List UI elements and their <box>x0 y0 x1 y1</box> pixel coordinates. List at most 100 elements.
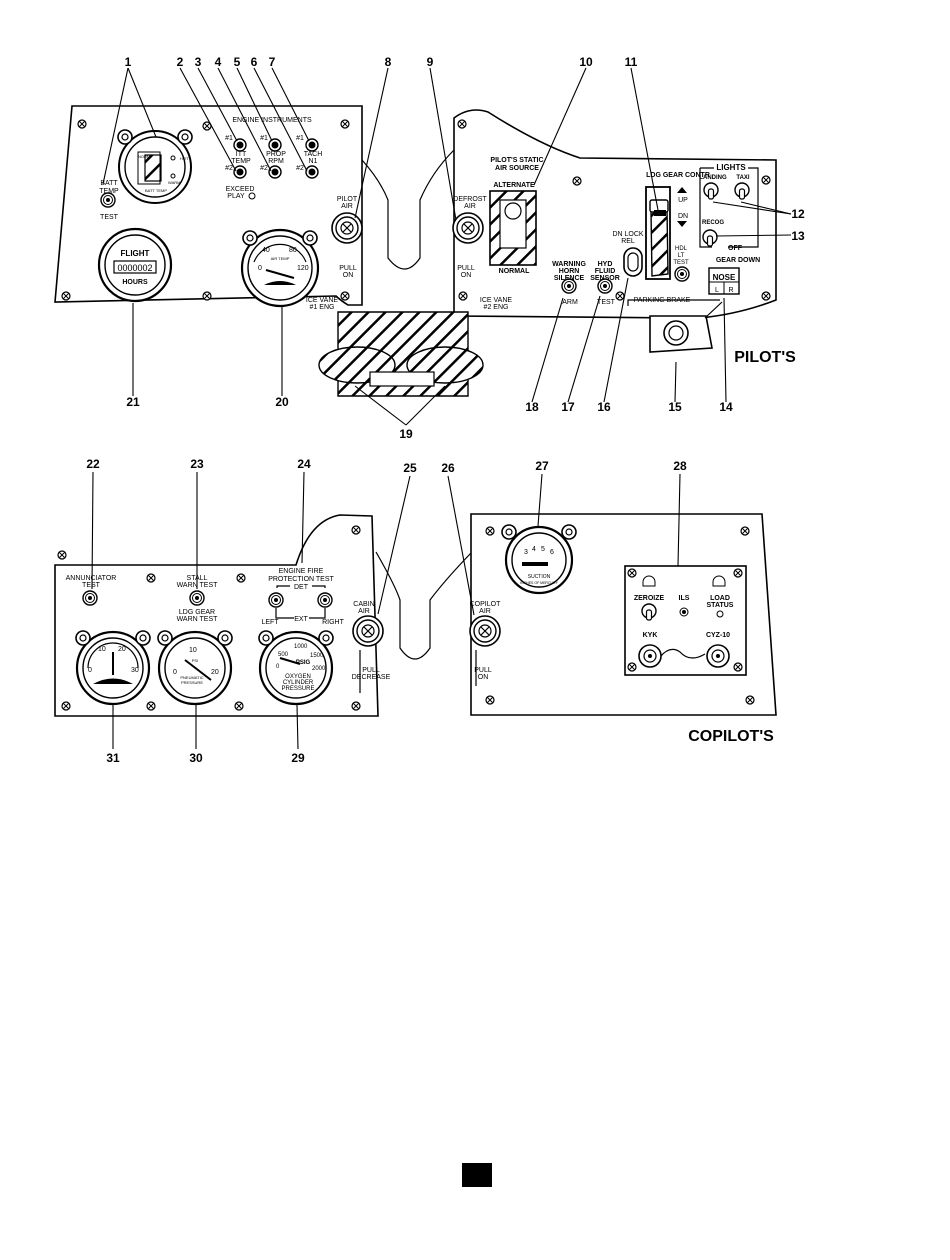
svg-text:27: 27 <box>535 459 549 473</box>
svg-text:29: 29 <box>291 751 305 765</box>
svg-text:HOT: HOT <box>180 156 189 161</box>
svg-text:RPM: RPM <box>268 158 284 165</box>
svg-text:CYZ-10: CYZ-10 <box>706 632 730 639</box>
leader-lines <box>91 67 792 750</box>
pilot-right-panel <box>453 109 777 319</box>
svg-text:#2: #2 <box>296 165 304 172</box>
svg-text:AIR: AIR <box>479 608 491 615</box>
svg-text:80: 80 <box>289 247 297 254</box>
parking-brake-handle[interactable] <box>649 301 723 353</box>
warning-horn-silence-button[interactable]: WARNING HORN SILENCE ARM <box>552 261 586 306</box>
svg-text:CABIN: CABIN <box>353 601 374 608</box>
svg-text:PRESSURE: PRESSURE <box>181 680 203 685</box>
hyd-fluid-sensor-test-button[interactable]: HYD FLUID SENSOR TEST <box>590 261 620 306</box>
svg-text:ENGINE FIRE: ENGINE FIRE <box>279 568 324 575</box>
svg-text:PILOT'S STATIC: PILOT'S STATIC <box>490 157 543 164</box>
engine-fire-test-left-button[interactable] <box>268 592 284 608</box>
svg-text:21: 21 <box>126 395 140 409</box>
svg-text:ARM: ARM <box>562 299 578 306</box>
svg-text:R: R <box>728 287 733 294</box>
kyk-connector[interactable] <box>638 644 662 668</box>
svg-text:OXYGEN: OXYGEN <box>285 674 311 680</box>
svg-text:REL: REL <box>621 238 635 245</box>
svg-text:TEMP: TEMP <box>99 188 119 195</box>
svg-text:#2: #2 <box>260 165 268 172</box>
svg-text:PROTECTION TEST: PROTECTION TEST <box>268 576 334 583</box>
control-column <box>318 311 484 397</box>
svg-text:5: 5 <box>541 546 545 553</box>
svg-text:PROP: PROP <box>266 151 286 158</box>
svg-text:DET: DET <box>294 584 309 591</box>
svg-text:0: 0 <box>173 669 177 676</box>
svg-text:4: 4 <box>532 546 536 553</box>
annunciator-test-button[interactable]: ANNUNCIATOR TEST <box>66 575 117 606</box>
batt-temp-test-button[interactable]: BATT TEMP TEST <box>99 180 119 221</box>
cabin-air-knob[interactable]: CABIN AIR PULL DECREASE <box>352 601 391 693</box>
svg-text:PULL: PULL <box>457 265 475 272</box>
defrost-air-knob[interactable]: DEFROST AIR PULL ON <box>452 196 487 279</box>
ice-vane-2-label: ICE VANE #2 ENG <box>480 297 512 311</box>
svg-text:TEST: TEST <box>597 299 616 306</box>
svg-text:PULL: PULL <box>339 265 357 272</box>
copilot-air-knob[interactable]: COPILOT AIR PULL ON <box>469 601 501 686</box>
svg-text:STATUS: STATUS <box>707 602 734 609</box>
svg-text:19: 19 <box>399 427 413 441</box>
svg-text:PULL: PULL <box>474 667 492 674</box>
svg-text:LDG GEAR: LDG GEAR <box>179 609 215 616</box>
svg-text:HYD: HYD <box>598 261 613 268</box>
batt-temp-gauge: HOT NORM WARM BATT TEMP <box>117 129 193 204</box>
svg-text:24: 24 <box>297 457 311 471</box>
svg-text:GEAR DOWN: GEAR DOWN <box>716 257 760 264</box>
svg-text:2000: 2000 <box>312 666 326 672</box>
svg-text:ON: ON <box>343 272 354 279</box>
svg-text:AIR SOURCE: AIR SOURCE <box>495 165 539 172</box>
svg-text:SUCTION: SUCTION <box>528 574 551 580</box>
svg-text:9: 9 <box>427 55 434 69</box>
svg-text:SILENCE: SILENCE <box>554 275 585 282</box>
prop-amps-gauge: 0 10 20 30 <box>75 630 151 706</box>
svg-text:DN LOCK: DN LOCK <box>612 231 643 238</box>
svg-text:PARKING BRAKE: PARKING BRAKE <box>634 297 691 304</box>
svg-text:AIR: AIR <box>358 608 370 615</box>
svg-text:HORN: HORN <box>559 268 580 275</box>
svg-text:10: 10 <box>579 55 593 69</box>
svg-text:#1: #1 <box>225 135 233 142</box>
svg-text:PLAY: PLAY <box>227 193 245 200</box>
down-lock-release-button[interactable]: DN LOCK REL <box>612 231 644 277</box>
cyz10-connector[interactable] <box>706 644 730 668</box>
handle-light-test-button[interactable]: HDL LT TEST <box>673 246 690 282</box>
svg-text:500: 500 <box>278 652 289 658</box>
pilot-air-knob[interactable]: PILOT AIR PULL ON <box>331 196 363 279</box>
svg-text:25: 25 <box>403 461 417 475</box>
suction-gauge: 3 4 5 6 SUCTION INCHES OF MERCURY <box>501 524 577 595</box>
svg-text:30: 30 <box>131 667 139 674</box>
svg-text:7: 7 <box>269 55 276 69</box>
svg-text:RIGHT: RIGHT <box>322 619 345 626</box>
svg-text:PULL: PULL <box>362 667 380 674</box>
svg-text:CYLINDER: CYLINDER <box>283 680 314 686</box>
svg-text:5: 5 <box>234 55 241 69</box>
svg-text:#2: #2 <box>225 165 233 172</box>
svg-text:PSIG: PSIG <box>296 660 311 666</box>
svg-text:0: 0 <box>258 265 262 272</box>
svg-text:TEMP: TEMP <box>231 158 251 165</box>
svg-text:0: 0 <box>88 667 92 674</box>
svg-text:#2 ENG: #2 ENG <box>484 304 509 311</box>
svg-text:26: 26 <box>441 461 455 475</box>
static-air-source-selector[interactable]: PILOT'S STATIC AIR SOURCE ALTERNATE NORM… <box>489 157 544 275</box>
svg-text:31: 31 <box>106 751 120 765</box>
svg-text:TACH: TACH <box>304 151 323 158</box>
svg-text:14: 14 <box>719 400 733 414</box>
svg-text:LT: LT <box>678 253 685 259</box>
gear-down-indicator: GEAR DOWN NOSE L R <box>708 257 760 295</box>
svg-text:20: 20 <box>118 646 126 653</box>
svg-text:0000002: 0000002 <box>117 263 152 273</box>
svg-text:28: 28 <box>673 459 687 473</box>
svg-text:6: 6 <box>550 549 554 556</box>
svg-text:TAXI: TAXI <box>736 175 750 181</box>
landing-gear-control-handle[interactable]: LDG GEAR CONTR UP DN <box>645 172 710 280</box>
engine-fire-test-right-button[interactable] <box>317 592 333 608</box>
svg-text:EXCEED: EXCEED <box>226 186 255 193</box>
svg-text:EXT: EXT <box>294 616 308 623</box>
svg-text:3: 3 <box>195 55 202 69</box>
